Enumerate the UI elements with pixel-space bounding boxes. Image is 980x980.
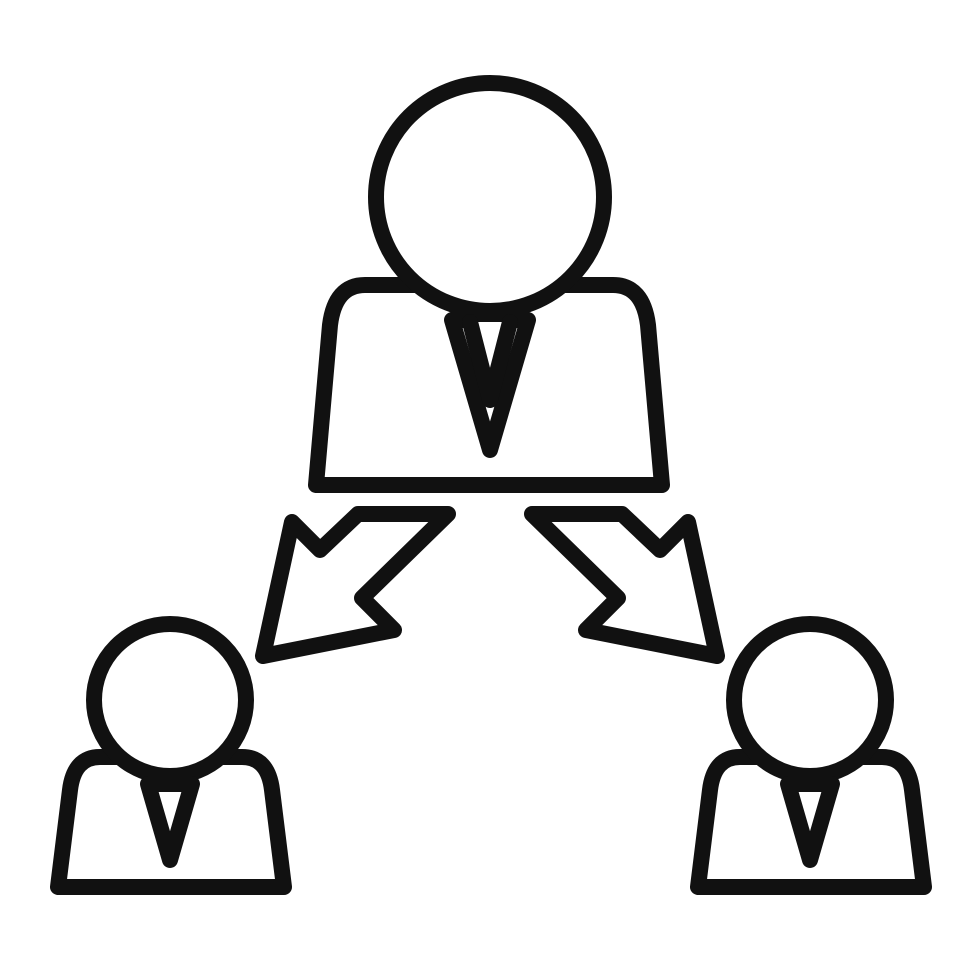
member-left-tie <box>140 776 200 868</box>
team-member-left-icon <box>50 616 292 895</box>
leader-tie-knot <box>462 314 518 408</box>
team-member-right-icon <box>690 616 932 895</box>
member-right-tie <box>780 776 840 868</box>
arrow-down-right-icon <box>524 506 725 664</box>
leader-person-icon <box>308 75 670 493</box>
member-right-head <box>726 616 894 784</box>
arrow-down-left-icon <box>255 506 456 664</box>
leader-head <box>368 75 612 319</box>
member-left-head <box>86 616 254 784</box>
